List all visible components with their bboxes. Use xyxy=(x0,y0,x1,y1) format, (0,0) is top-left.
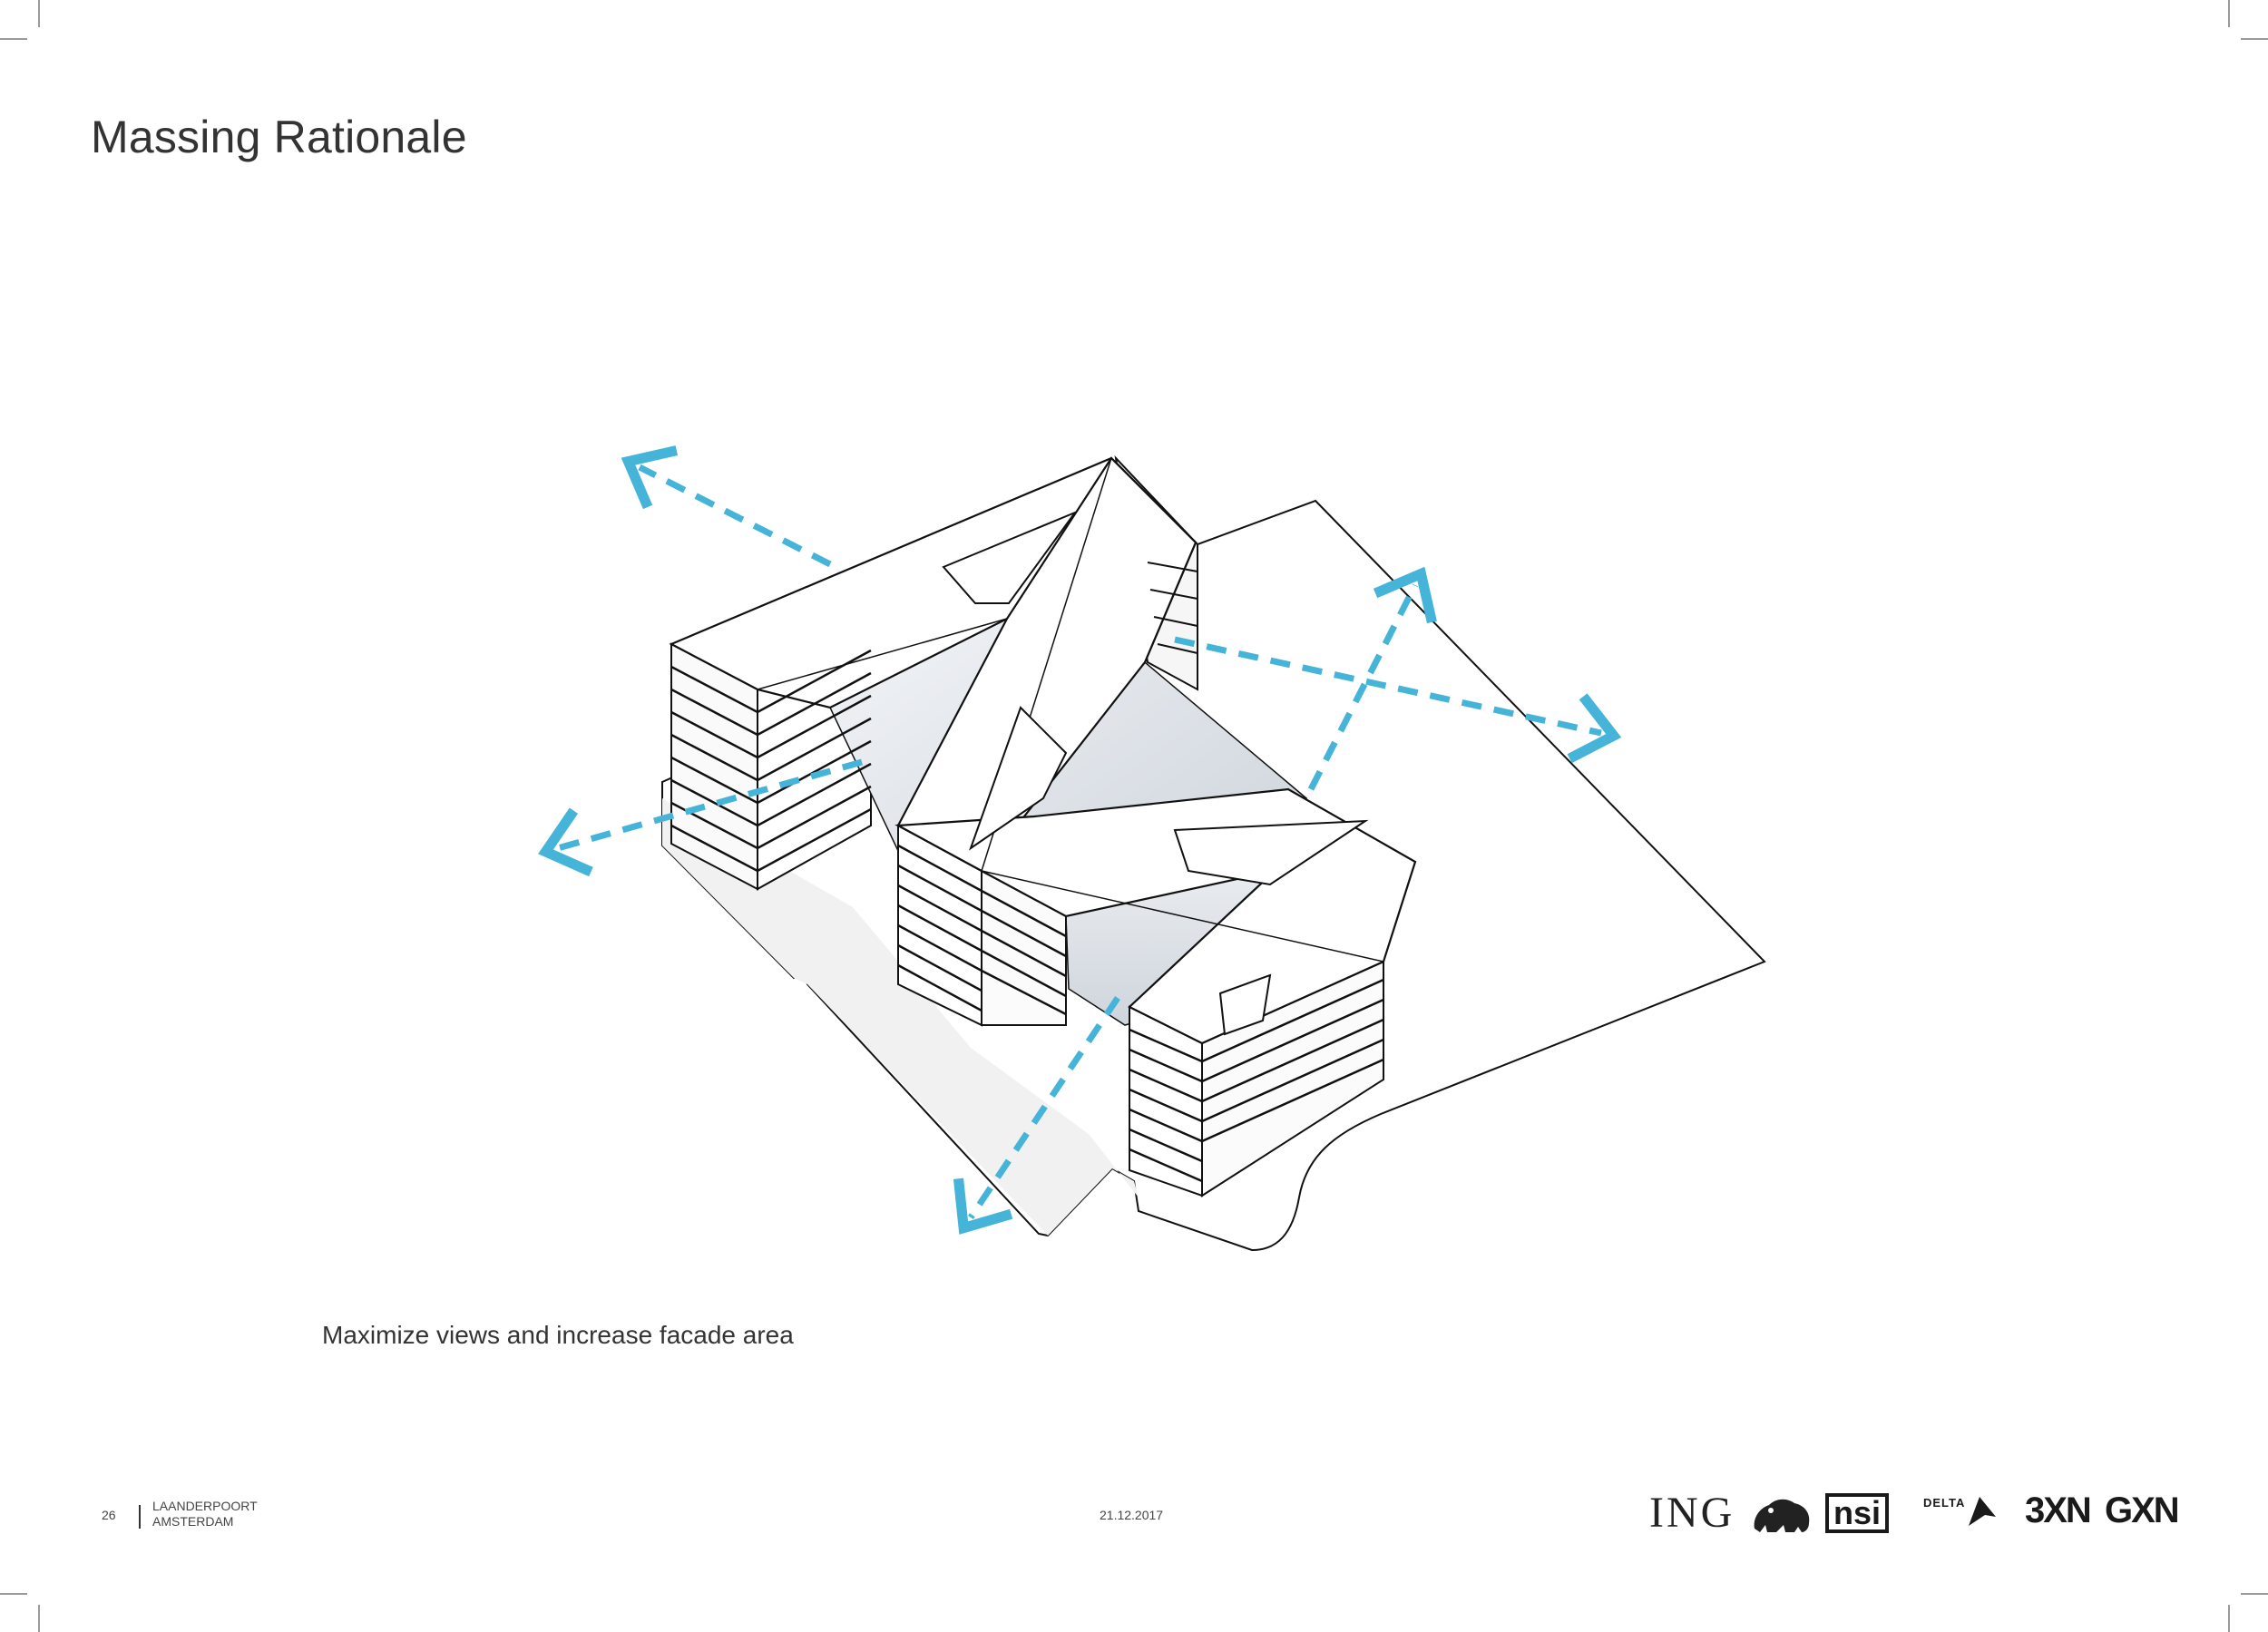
ing-logo: ING xyxy=(1649,1489,1735,1537)
view-arrow-east xyxy=(1174,636,1622,764)
crop-mark xyxy=(2228,0,2230,27)
crop-mark xyxy=(0,38,27,40)
crop-mark xyxy=(2228,1605,2230,1632)
crop-mark xyxy=(2241,1593,2268,1595)
crop-mark xyxy=(38,0,40,27)
document-date: 21.12.2017 xyxy=(1100,1508,1164,1522)
project-name-line1: LAANDERPOORT xyxy=(152,1499,258,1513)
skylight xyxy=(1173,819,1369,886)
crop-mark xyxy=(38,1605,40,1632)
roof-crease xyxy=(981,870,1384,963)
project-name: LAANDERPOORT AMSTERDAM xyxy=(152,1499,258,1529)
gxn-logo: GXN xyxy=(2105,1490,2180,1530)
view-arrow-south xyxy=(953,996,1120,1235)
page-title: Massing Rationale xyxy=(91,111,467,162)
3xn-logo: 3XN xyxy=(2025,1490,2092,1530)
skylight xyxy=(1218,973,1272,1036)
floor-lines xyxy=(1129,978,1384,1183)
skylight xyxy=(942,510,1078,604)
project-name-line2: AMSTERDAM xyxy=(152,1514,234,1529)
floor-lines xyxy=(670,649,872,873)
skylight xyxy=(969,706,1068,851)
nsi-logo: nsi xyxy=(1825,1493,1890,1533)
view-arrow-west xyxy=(538,758,863,877)
site-shadow xyxy=(662,798,1139,1236)
roof-crease xyxy=(757,618,1008,690)
view-arrow-northwest xyxy=(621,445,832,568)
delta-logo: DELTA xyxy=(1923,1496,1966,1510)
lion-icon xyxy=(1754,1499,1810,1532)
crop-mark xyxy=(0,1593,27,1595)
diagram-caption: Maximize views and increase facade area xyxy=(322,1321,794,1349)
delta-arrow-icon xyxy=(1969,1497,1996,1526)
floor-lines xyxy=(897,844,1067,1016)
view-arrows xyxy=(538,445,1622,1235)
floor-lines xyxy=(1147,562,1198,654)
crop-mark xyxy=(2241,38,2268,40)
page-number: 26 xyxy=(102,1508,116,1522)
footer-divider xyxy=(139,1505,141,1529)
view-arrow-northeast xyxy=(1307,566,1437,791)
